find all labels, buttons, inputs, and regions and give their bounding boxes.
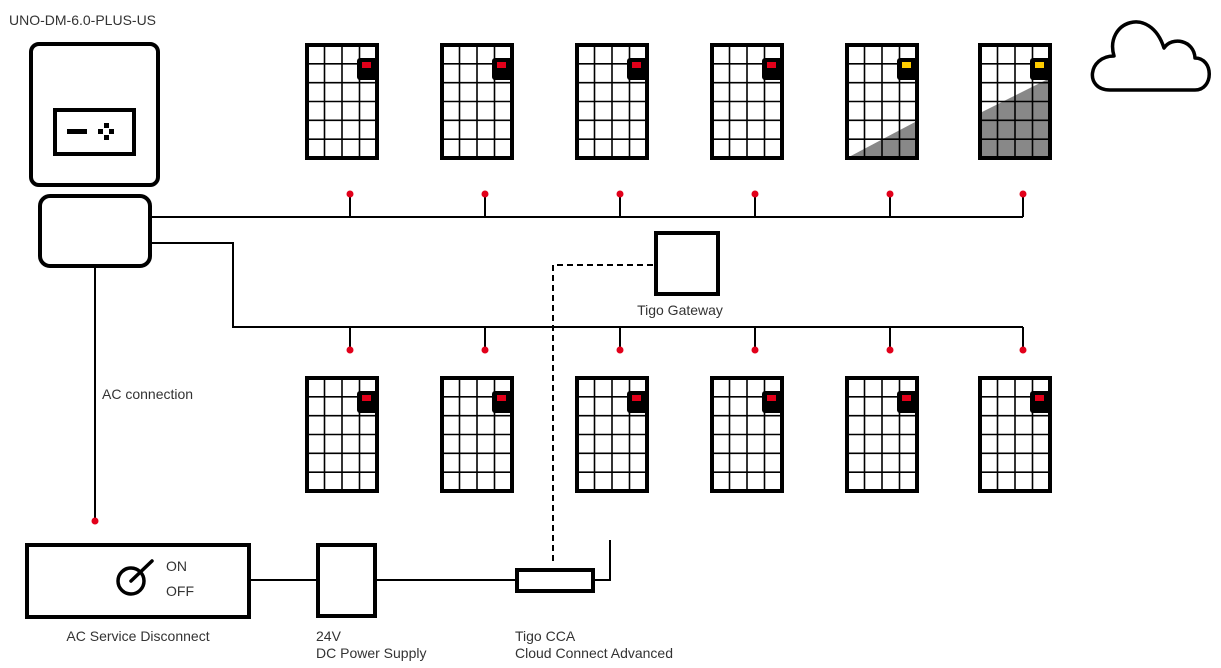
dc-power-supply-box xyxy=(316,543,377,618)
solar-panel-icon xyxy=(978,376,1052,493)
connection-dot xyxy=(886,346,894,354)
optimizer-status-led xyxy=(497,62,506,68)
optimizer-status-led xyxy=(497,395,506,401)
optimizer-icon xyxy=(357,391,379,413)
cca-name: Tigo CCA xyxy=(515,628,576,644)
string-wiring xyxy=(94,216,1023,581)
optimizer-icon xyxy=(357,58,379,80)
optimizer-icon xyxy=(897,58,919,80)
solar-panel-icon xyxy=(845,376,919,493)
tigo-cca xyxy=(515,568,595,593)
optimizer-icon xyxy=(762,391,784,413)
cloud-icon xyxy=(1090,20,1211,92)
connection-dot xyxy=(751,346,759,354)
connection-dot xyxy=(1019,190,1027,198)
connection-dot xyxy=(751,190,759,198)
connection-dot xyxy=(1019,346,1027,354)
tigo-gateway-label: Tigo Gateway xyxy=(637,302,723,318)
optimizer-icon xyxy=(1030,391,1052,413)
top-row-drops xyxy=(346,190,1027,217)
inverter xyxy=(29,42,160,187)
top-panel-row xyxy=(305,43,1052,160)
optimizer-icon xyxy=(762,58,784,80)
switch-off-label: OFF xyxy=(166,583,194,599)
connection-dot xyxy=(481,346,489,354)
connection-dot xyxy=(616,190,624,198)
optimizer-status-led xyxy=(902,62,911,68)
inverter-display-icon xyxy=(53,108,136,156)
ac-connection-label: AC connection xyxy=(102,386,194,402)
ac-connection-dot xyxy=(91,517,99,525)
optimizer-icon xyxy=(492,391,514,413)
junction-box xyxy=(38,194,152,268)
solar-panel-icon xyxy=(845,43,919,160)
optimizer-status-led xyxy=(767,62,776,68)
optimizer-status-led xyxy=(362,62,371,68)
solar-panel-icon xyxy=(978,43,1052,160)
optimizer-status-led xyxy=(902,395,911,401)
cca-description: Cloud Connect Advanced xyxy=(515,645,673,661)
solar-panel-icon xyxy=(440,43,514,160)
ac-service-disconnect-label: AC Service Disconnect xyxy=(66,628,210,644)
cca-label: Tigo CCA Cloud Connect Advanced xyxy=(515,628,673,662)
connection-dot xyxy=(346,346,354,354)
solar-panel-icon xyxy=(440,376,514,493)
solar-panel-icon xyxy=(710,376,784,493)
bottom-row-drops xyxy=(346,327,1027,354)
connection-dot xyxy=(481,190,489,198)
optimizer-status-led xyxy=(1035,395,1044,401)
optimizer-status-led xyxy=(362,395,371,401)
gateway-link-dashed xyxy=(552,264,656,561)
power-supply-voltage: 24V xyxy=(316,628,341,644)
optimizer-icon xyxy=(627,58,649,80)
optimizer-status-led xyxy=(632,62,641,68)
connection-dot xyxy=(886,190,894,198)
dial-switch-icon xyxy=(116,559,154,596)
optimizer-status-led xyxy=(632,395,641,401)
connection-dot xyxy=(616,346,624,354)
solar-panel-icon xyxy=(305,376,379,493)
connection-dot xyxy=(346,190,354,198)
tigo-gateway-box xyxy=(654,231,720,296)
inverter-model-label: UNO-DM-6.0-PLUS-US xyxy=(9,12,157,28)
optimizer-icon xyxy=(1030,58,1052,80)
solar-panel-icon xyxy=(575,43,649,160)
solar-panel-icon xyxy=(305,43,379,160)
power-supply-label: 24V DC Power Supply xyxy=(316,628,427,662)
ac-service-disconnect xyxy=(25,543,251,619)
power-supply-type: DC Power Supply xyxy=(316,645,427,661)
solar-panel-icon xyxy=(710,43,784,160)
optimizer-icon xyxy=(897,391,919,413)
bottom-panel-row xyxy=(305,376,1052,493)
optimizer-status-led xyxy=(767,395,776,401)
optimizer-icon xyxy=(627,391,649,413)
switch-on-label: ON xyxy=(166,558,187,574)
optimizer-status-led xyxy=(1035,62,1044,68)
optimizer-icon xyxy=(492,58,514,80)
solar-panel-icon xyxy=(575,376,649,493)
